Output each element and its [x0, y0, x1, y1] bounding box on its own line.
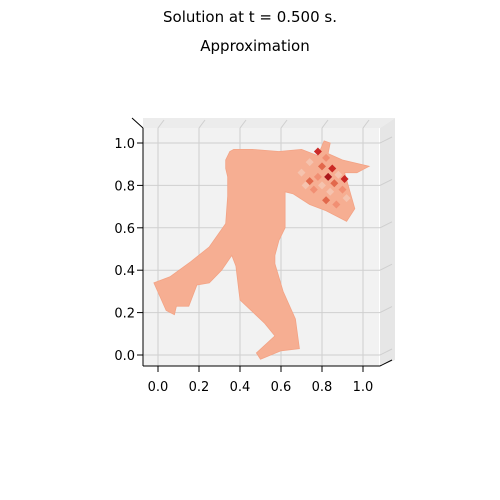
hot-spot-cell	[322, 153, 331, 162]
top-pane	[143, 118, 395, 128]
y-grid-line-side	[379, 263, 393, 271]
solution-domain	[153, 140, 371, 360]
hot-spot-cell	[313, 172, 322, 181]
y-tick-labels: 0.0 0.2 0.4 0.6 0.8 1.0	[114, 137, 143, 364]
hot-spot-cell	[332, 200, 341, 209]
x-grid-line-top	[198, 119, 206, 129]
y-grid-line-side	[379, 348, 393, 356]
hot-spot-cell	[318, 181, 326, 190]
x-grid-line-top	[280, 119, 288, 129]
x-grid-line-top	[362, 119, 370, 129]
x-grid-line-top	[157, 119, 165, 129]
hot-spot-cell	[328, 164, 337, 173]
axes-title: Approximation	[200, 37, 310, 55]
figure-suptitle: Solution at t = 0.500 s.	[163, 8, 337, 26]
hot-spot-cell	[305, 177, 314, 186]
hot-spot-cell	[318, 162, 326, 171]
hot-spot-cell	[324, 172, 333, 181]
x-tick-label: 0.6	[271, 380, 292, 395]
y-tick-label: 0.0	[114, 349, 135, 364]
y-tick-label: 0.4	[114, 264, 135, 279]
y-grid-line-side	[379, 136, 393, 144]
x-tick-label: 0.4	[230, 380, 251, 395]
x-grid-line-top	[239, 119, 247, 129]
hot-spot-cell	[301, 181, 310, 190]
y-grid-line-side	[379, 306, 393, 314]
hot-spot-cell	[313, 147, 322, 156]
hot-spot-cell	[334, 170, 343, 179]
x-grid-line-top	[321, 119, 329, 129]
hot-spot-region	[297, 147, 351, 209]
x-tick-label: 0.2	[189, 380, 210, 395]
y-grid-line-side	[379, 221, 393, 229]
y-tick-label: 0.8	[114, 179, 135, 194]
x-axis-stub	[379, 359, 393, 367]
x-tick-label: 1.0	[353, 380, 374, 395]
y-tick-label: 0.2	[114, 307, 135, 322]
hot-spot-cell	[297, 168, 306, 177]
hot-spot-cell	[326, 187, 335, 196]
x-tick-labels: 0.0 0.2 0.4 0.6 0.8 1.0	[148, 366, 374, 395]
hot-spot-cell	[338, 185, 347, 194]
hot-spot-cell	[305, 158, 314, 167]
y-grid-line-side	[379, 178, 393, 186]
z-axis-stub	[131, 117, 144, 129]
x-tick-label: 0.8	[312, 380, 333, 395]
x-tick-label: 0.0	[148, 380, 169, 395]
hot-spot-cell	[340, 175, 349, 184]
axis-lines	[131, 117, 393, 367]
y-tick-label: 1.0	[114, 137, 135, 152]
hot-spot-cell	[309, 185, 318, 194]
domain-surface	[153, 140, 371, 360]
hot-spot-cell	[330, 179, 339, 188]
right-pane	[380, 118, 395, 366]
y-tick-label: 0.6	[114, 222, 135, 237]
hot-spot-cell	[322, 196, 331, 205]
hot-spot-cell	[342, 194, 351, 203]
